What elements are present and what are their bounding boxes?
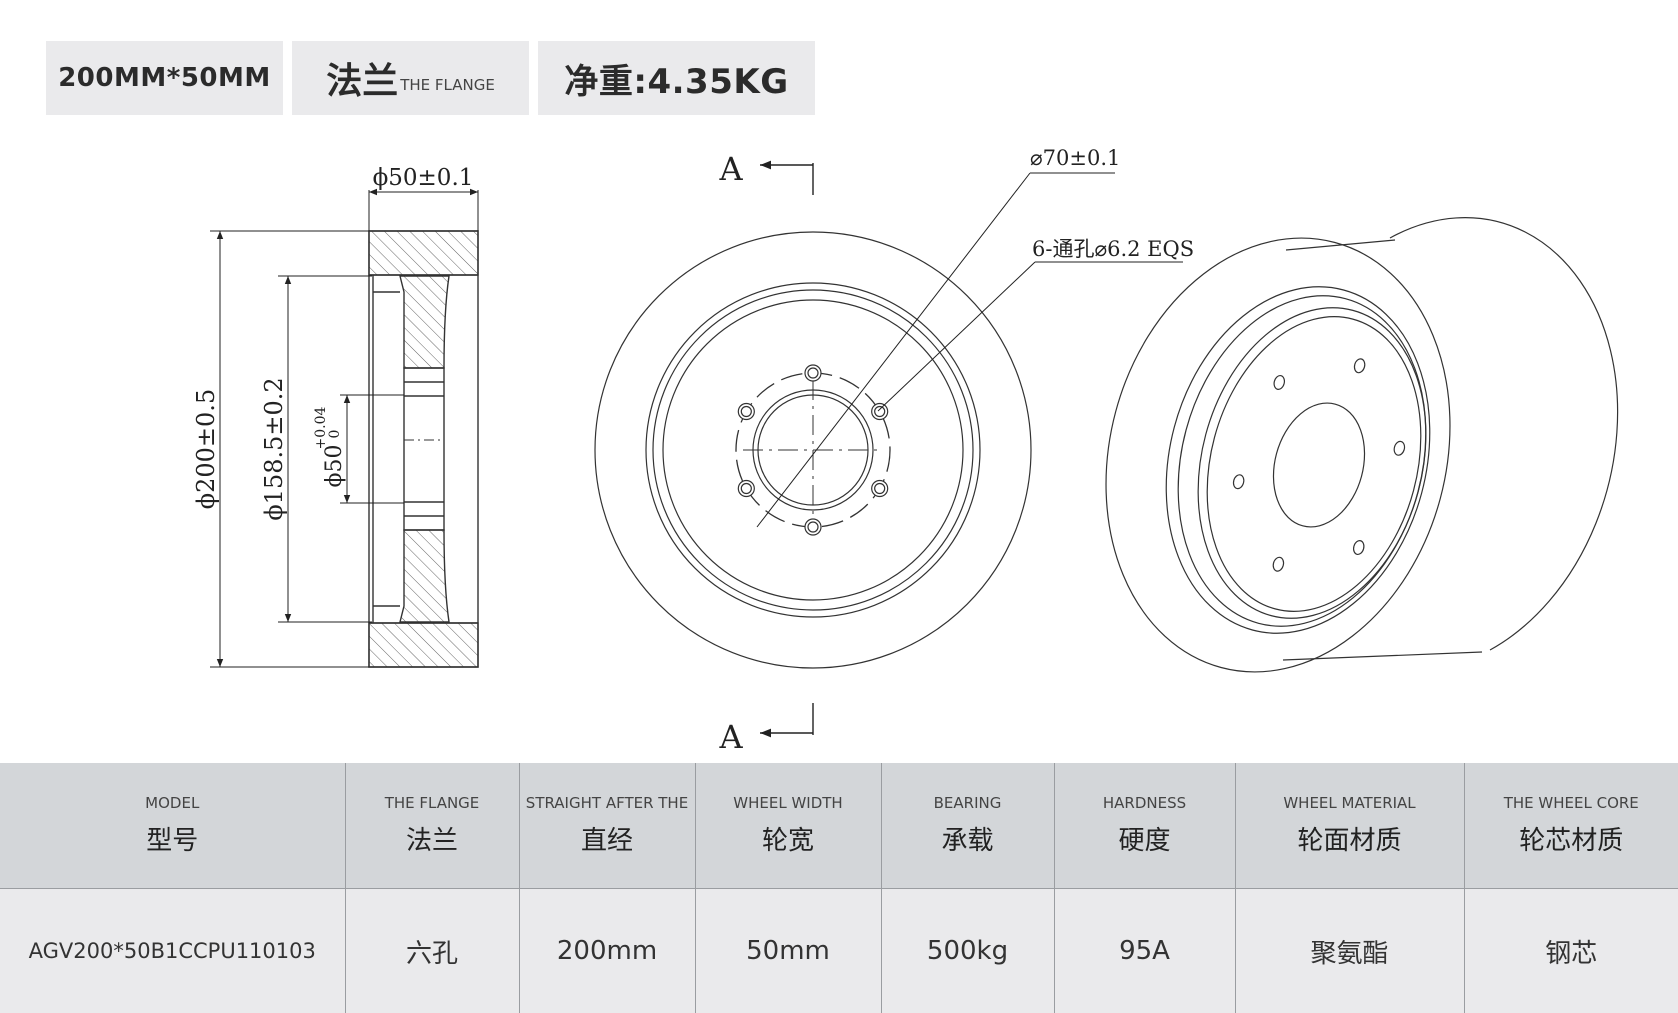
perspective-bolt-hole [1272,556,1285,572]
perspective-bolt-hole [1273,374,1286,390]
cell-wheel-width: 50mm [695,889,881,1013]
table-row: AGV200*50B1CCPU110103 六孔 200mm 50mm 500k… [0,889,1678,1013]
bolt-hole-inner [875,484,885,494]
perspective-bolt-hole [1353,358,1366,374]
flange-tag: 法兰 THE FLANGE [292,41,529,115]
weight-tag: 净重:4.35KG [538,41,815,115]
dim-bore-tol-lower: 0 [327,430,343,439]
perspective-bore [1260,393,1378,537]
weight-text: 净重:4.35KG [564,54,788,103]
callout-pcd-label: ⌀70±0.1 [1030,146,1120,170]
technical-drawing: ϕ50±0.1 ϕ200±0.5 ϕ158.5±0.2 ϕ50 +0.04 0 … [0,125,1678,763]
perspective-bolt-hole [1232,474,1245,490]
size-tag: 200MM*50MM [46,41,283,115]
bolt-hole-inner [875,407,885,417]
cell-diameter: 200mm [519,889,695,1013]
bolt-hole-inner [741,484,751,494]
cell-flange: 六孔 [345,889,519,1013]
tyre-back-rim [1390,218,1618,650]
perspective-view [1059,199,1618,711]
perspective-bolt-hole [1393,440,1406,456]
hub-top-web [400,276,449,368]
cell-hardness: 95A [1054,889,1235,1013]
dim-inner-diameter-label: ϕ158.5±0.2 [260,377,288,520]
section-label-top: A [718,150,743,188]
size-text: 200MM*50MM [58,63,271,93]
cell-model: AGV200*50B1CCPU110103 [0,889,345,1013]
hub-bottom-web [400,530,449,622]
cell-wheel-material: 聚氨酯 [1235,889,1464,1013]
tyre-front-face [1059,199,1497,711]
dim-bore-label: ϕ50 [322,445,347,488]
dim-bore-tol-upper: +0.04 [313,406,329,449]
dim-outer-diameter-label: ϕ200±0.5 [192,389,220,509]
dim-width-label: ϕ50±0.1 [373,165,474,191]
callout-leaders [757,173,1183,527]
cell-bearing: 500kg [881,889,1054,1013]
section-label-bottom: A [718,718,743,756]
tyre-top-section [369,231,478,275]
section-view [369,231,478,667]
flange-en-text: THE FLANGE [400,76,495,94]
bearing-bore [404,368,444,530]
bolt-hole-inner [808,368,818,378]
flange-cn-text: 法兰 [326,52,398,104]
tyre-bottom-section [369,623,478,667]
perspective-bolt-holes [1232,358,1406,573]
callout-holes-label: 6-通孔⌀6.2 EQS [1032,237,1194,261]
front-view [595,232,1031,668]
perspective-bolt-hole [1352,539,1365,555]
cell-wheel-core: 钢芯 [1464,889,1678,1013]
section-markers [760,163,813,735]
bolt-hole-inner [741,407,751,417]
bolt-hole-inner [808,522,818,532]
